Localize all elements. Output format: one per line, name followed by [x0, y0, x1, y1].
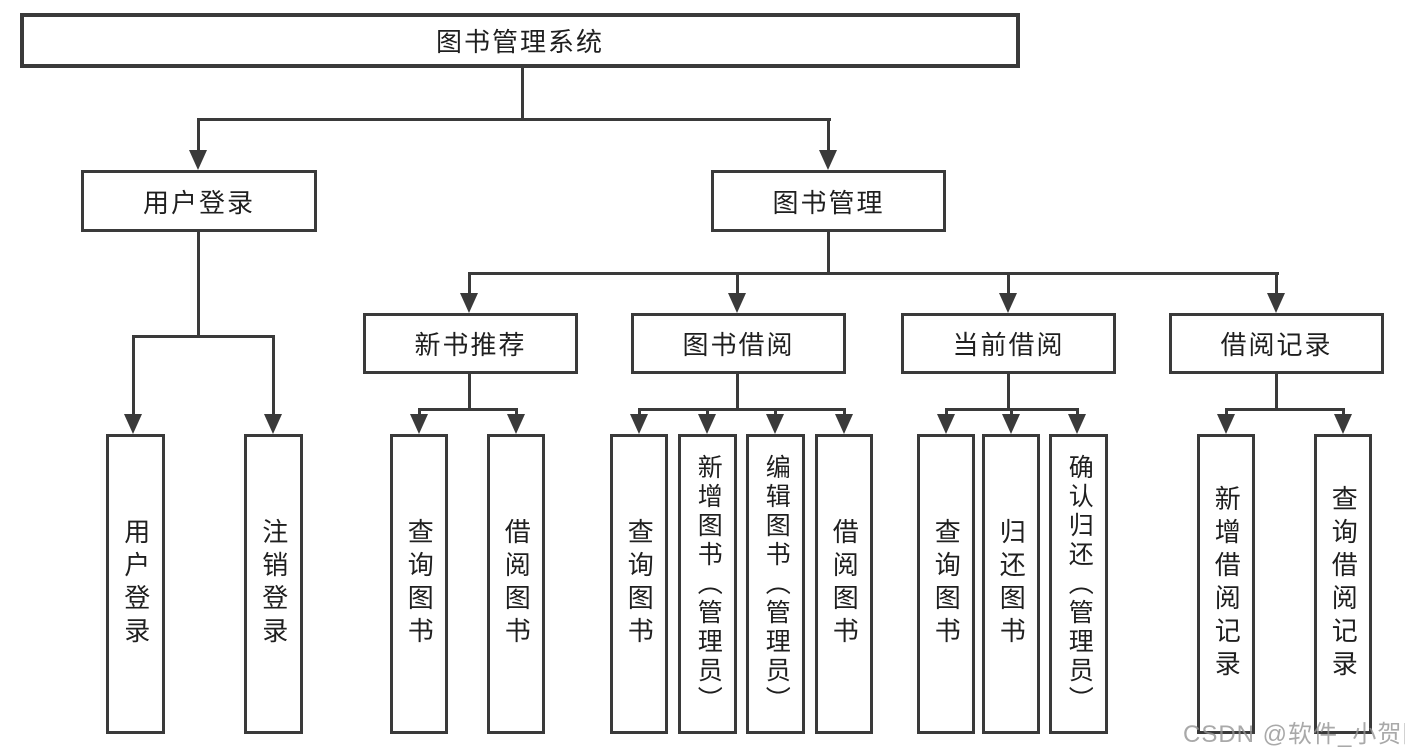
leaf-borrow-book: 借阅图书 [815, 434, 873, 734]
connector-drop-line [638, 408, 641, 418]
node-label: 图书管理系统 [435, 27, 604, 57]
leaf-confirm-return-admin: 确认归还（管理员） [1049, 434, 1108, 734]
leaf-label: 新增借阅记录 [1211, 485, 1242, 683]
leaf-label: 借阅图书 [501, 518, 532, 650]
connector-drop-line [1010, 408, 1013, 418]
connector-drop-line [843, 408, 846, 418]
connector-hbar [638, 408, 846, 411]
leaf-add-book-admin: 新增图书（管理员） [678, 434, 737, 734]
node-book-management: 图书管理 [711, 170, 946, 232]
connector-bookmgmt-hbar [468, 272, 1279, 275]
leaf-label: 确认归还（管理员） [1065, 453, 1094, 715]
arrow-down-icon [630, 414, 648, 434]
connector-drop-line [945, 408, 948, 418]
connector-stem [1007, 374, 1010, 411]
connector-drop-line [706, 408, 709, 418]
connector-login-stem [197, 232, 200, 338]
leaf-label: 借阅图书 [829, 518, 860, 650]
connector-root-stem [521, 68, 524, 121]
connector-drop-line [1007, 272, 1010, 296]
arrow-down-icon [1217, 414, 1235, 434]
leaf-label: 查询图书 [624, 518, 655, 650]
leaf-label: 用户登录 [120, 518, 151, 650]
node-label: 借阅记录 [1220, 330, 1333, 360]
node-book-borrow: 图书借阅 [631, 313, 846, 374]
arrow-down-icon [999, 293, 1017, 313]
connector-hbar [418, 408, 518, 411]
connector-drop-line [418, 408, 421, 418]
leaf-user-login: 用户登录 [106, 434, 165, 734]
leaf-label: 查询图书 [404, 518, 435, 650]
connector-bookmgmt-stem [827, 232, 830, 275]
connector-drop-line [1225, 408, 1228, 418]
arrow-down-icon [1334, 414, 1352, 434]
leaf-label: 新增图书（管理员） [694, 453, 723, 715]
connector-drop-line [827, 118, 830, 152]
arrow-down-icon [1267, 293, 1285, 313]
connector-hbar [1225, 408, 1345, 411]
csdn-watermark: CSDN @软件_小贺同学 [1183, 721, 1405, 747]
leaf-query-books-current: 查询图书 [917, 434, 975, 734]
connector-drop-line [272, 335, 275, 416]
leaf-query-books-borrow: 查询图书 [610, 434, 668, 734]
node-label: 用户登录 [142, 187, 255, 218]
leaf-logout: 注销登录 [244, 434, 303, 734]
arrow-down-icon [835, 414, 853, 434]
arrow-down-icon [507, 414, 525, 434]
leaf-query-books-recommend: 查询图书 [390, 434, 448, 734]
arrow-down-icon [410, 414, 428, 434]
arrow-down-icon [819, 150, 837, 170]
connector-drop-line [468, 272, 471, 296]
arrow-down-icon [460, 293, 478, 313]
connector-root-hbar [197, 118, 831, 121]
connector-stem [468, 374, 471, 411]
connector-drop-line [736, 272, 739, 296]
leaf-label: 归还图书 [996, 518, 1027, 650]
arrow-down-icon [189, 150, 207, 170]
node-label: 图书管理 [772, 187, 885, 218]
arrow-down-icon [728, 293, 746, 313]
node-borrow-records: 借阅记录 [1169, 313, 1384, 374]
arrow-down-icon [766, 414, 784, 434]
connector-drop-line [132, 335, 135, 416]
connector-drop-line [1342, 408, 1345, 418]
arrow-down-icon [264, 414, 282, 434]
connector-stem [736, 374, 739, 411]
leaf-label: 查询借阅记录 [1328, 485, 1359, 683]
node-new-book-recommend: 新书推荐 [363, 313, 578, 374]
node-library-management-system: 图书管理系统 [20, 13, 1020, 68]
leaf-label: 查询图书 [931, 518, 962, 650]
arrow-down-icon [124, 414, 142, 434]
leaf-label: 注销登录 [258, 518, 289, 650]
leaf-edit-book-admin: 编辑图书（管理员） [746, 434, 805, 734]
connector-drop-line [515, 408, 518, 418]
leaf-query-borrow-record: 查询借阅记录 [1314, 434, 1372, 734]
arrow-down-icon [1002, 414, 1020, 434]
node-label: 新书推荐 [414, 330, 527, 360]
node-user-login: 用户登录 [81, 170, 317, 232]
leaf-add-borrow-record: 新增借阅记录 [1197, 434, 1255, 734]
node-label: 图书借阅 [682, 330, 795, 360]
connector-drop-line [197, 118, 200, 152]
connector-stem [1275, 374, 1278, 411]
leaf-label: 编辑图书（管理员） [762, 453, 791, 715]
node-label: 当前借阅 [952, 330, 1065, 360]
connector-drop-line [1275, 272, 1278, 296]
arrow-down-icon [937, 414, 955, 434]
node-current-borrow: 当前借阅 [901, 313, 1116, 374]
arrow-down-icon [1068, 414, 1086, 434]
connector-drop-line [1076, 408, 1079, 418]
connector-login-hbar [132, 335, 275, 338]
leaf-borrow-books-recommend: 借阅图书 [487, 434, 545, 734]
connector-drop-line [774, 408, 777, 418]
leaf-return-book: 归还图书 [982, 434, 1040, 734]
arrow-down-icon [698, 414, 716, 434]
